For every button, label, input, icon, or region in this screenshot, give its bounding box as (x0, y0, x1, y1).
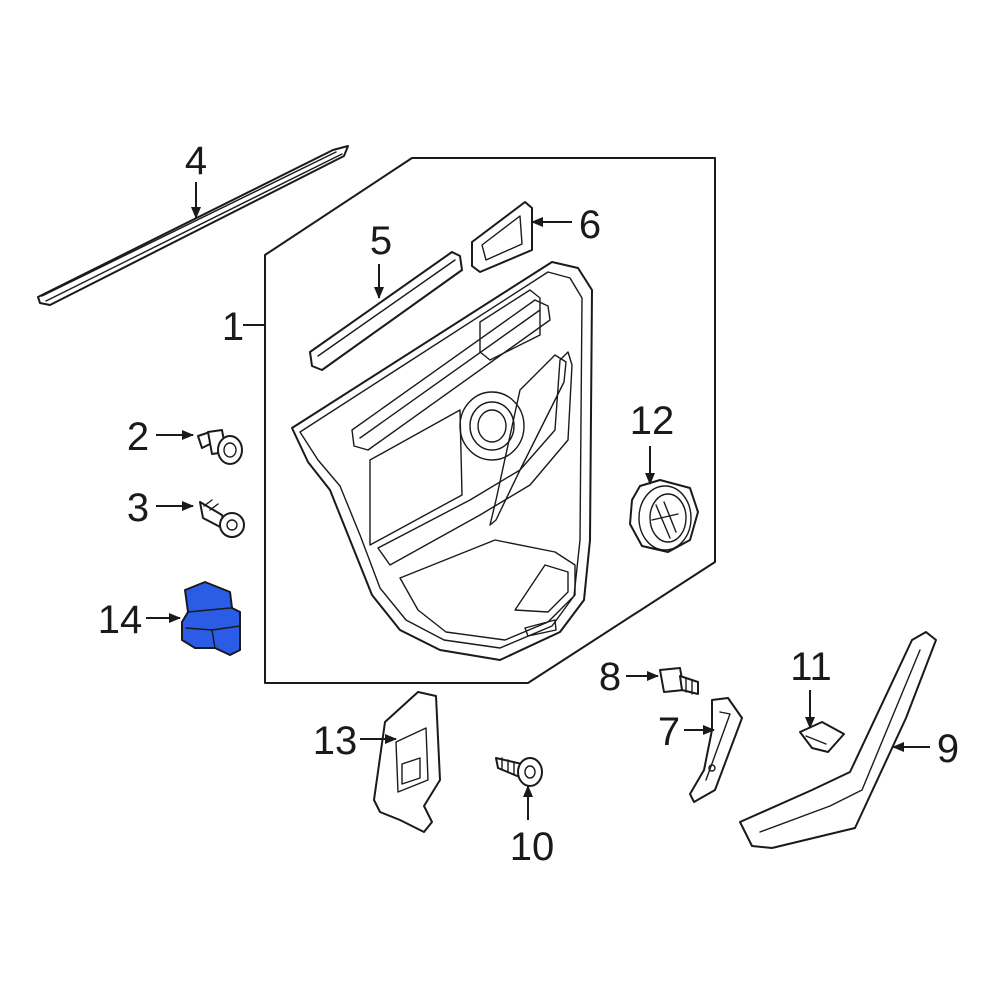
callout-10: 10 (510, 825, 555, 869)
callout-2: 2 (127, 415, 149, 459)
callout-8: 8 (599, 655, 621, 699)
part-8-bolt[interactable] (659, 667, 699, 695)
callout-3: 3 (127, 486, 149, 530)
part-3-screw[interactable] (199, 499, 245, 538)
part-9-pillar-trim[interactable] (739, 631, 937, 849)
callout-labels: 4 5 6 1 2 3 14 12 8 7 11 9 13 10 (98, 139, 959, 869)
part-6-handle-bezel[interactable] (471, 201, 533, 273)
callout-13: 13 (313, 719, 358, 763)
part-10-screw[interactable] (495, 757, 543, 787)
part-11-clip[interactable] (799, 721, 845, 753)
callout-11: 11 (790, 645, 832, 689)
assembly-boundary (264, 157, 716, 684)
callout-14: 14 (98, 598, 143, 642)
part-5-trim-strip[interactable] (309, 251, 463, 371)
callout-5: 5 (370, 219, 392, 263)
part-4-weatherstrip[interactable] (37, 145, 349, 306)
part-7-bracket[interactable] (689, 697, 743, 803)
part-14-bracket-highlighted[interactable] (181, 581, 241, 656)
callout-1: 1 (222, 305, 244, 349)
callout-6: 6 (579, 203, 601, 247)
callout-9: 9 (937, 727, 959, 771)
part-13-switch-bezel[interactable] (373, 691, 441, 833)
callout-7: 7 (658, 710, 680, 754)
part-12-tweeter[interactable] (629, 479, 699, 553)
callout-12: 12 (630, 399, 675, 443)
door-trim-panel[interactable] (291, 261, 593, 661)
callout-4: 4 (185, 139, 207, 183)
leader-lines (146, 182, 930, 820)
part-2-clip[interactable] (197, 429, 243, 465)
